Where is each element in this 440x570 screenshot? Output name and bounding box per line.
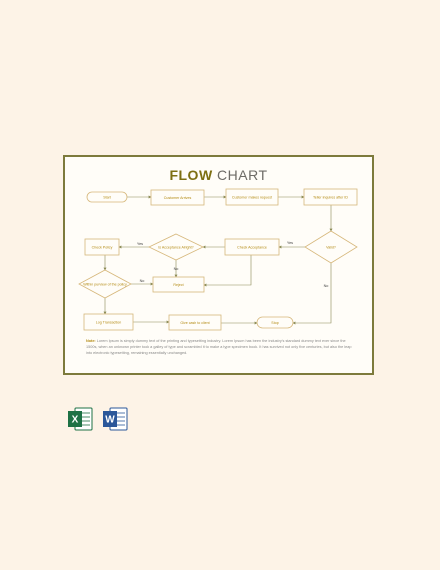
node-give-cash: Give cash to client [168,314,222,331]
edge-label-valid-no: No [324,284,329,288]
edge-label-purview-no: No [140,279,145,283]
edge-label-valid-yes: Yes [287,241,293,245]
word-icon-letter: W [105,415,115,426]
edge-check-reject [203,255,252,287]
node-teller-inquires-label: Teller inquires after ID [313,195,348,199]
node-within-purview-label: Within purview of the policy [83,282,127,286]
node-within-purview: Within purview of the policy [78,269,132,299]
excel-icon[interactable]: X [67,407,93,431]
node-valid: Valid? [304,230,358,264]
node-teller-inquires: Teller inquires after ID [303,188,358,206]
excel-icon-letter: X [72,415,79,426]
node-customer-makes-request-label: Customer makes request [232,195,272,199]
node-check-policy-label: Check Policy [92,245,113,249]
node-stop: Stop [256,316,294,329]
note-paragraph: Note: Lorem Ipsum is simply dummy text o… [86,339,358,357]
title-chart: CHART [212,167,268,183]
node-reject-label: Reject [173,283,183,287]
node-give-cash-label: Give cash to client [180,321,209,325]
node-customer-makes-request: Customer makes request [225,188,279,206]
node-reject: Reject [152,276,205,293]
node-check-acceptance: Check Acceptance [224,238,280,256]
node-start-label: Start [103,195,111,199]
node-log-transaction-label: Log Transaction [96,320,122,324]
word-icon[interactable]: W [102,407,128,431]
flowchart-card: FLOW CHART Start Customer Arrive [63,155,374,375]
edge-valid-no [292,263,332,325]
node-start: Start [86,191,128,203]
edge-label-acceptance-no: No [174,267,179,271]
note-text: Lorem Ipsum is simply dummy text of the … [86,339,352,355]
node-customer-arrives-label: Customer Arrives [164,196,192,200]
node-stop-label: Stop [271,321,278,325]
node-log-transaction: Log Transaction [83,313,134,331]
node-is-acceptance-alright: Is Acceptance Alright? [148,233,204,261]
node-check-acceptance-label: Check Acceptance [237,245,267,249]
title-flow: FLOW [169,167,213,183]
note-label: Note: [86,339,96,343]
node-valid-label: Valid? [326,245,336,249]
node-is-acceptance-alright-label: Is Acceptance Alright? [158,245,193,249]
chart-title: FLOW CHART [65,167,372,183]
node-customer-arrives: Customer Arrives [150,189,205,206]
edge-label-acceptance-yes: Yes [137,242,143,246]
flowchart-diagram: Start Customer Arrives Customer makes re… [78,188,358,331]
node-check-policy: Check Policy [84,238,120,256]
